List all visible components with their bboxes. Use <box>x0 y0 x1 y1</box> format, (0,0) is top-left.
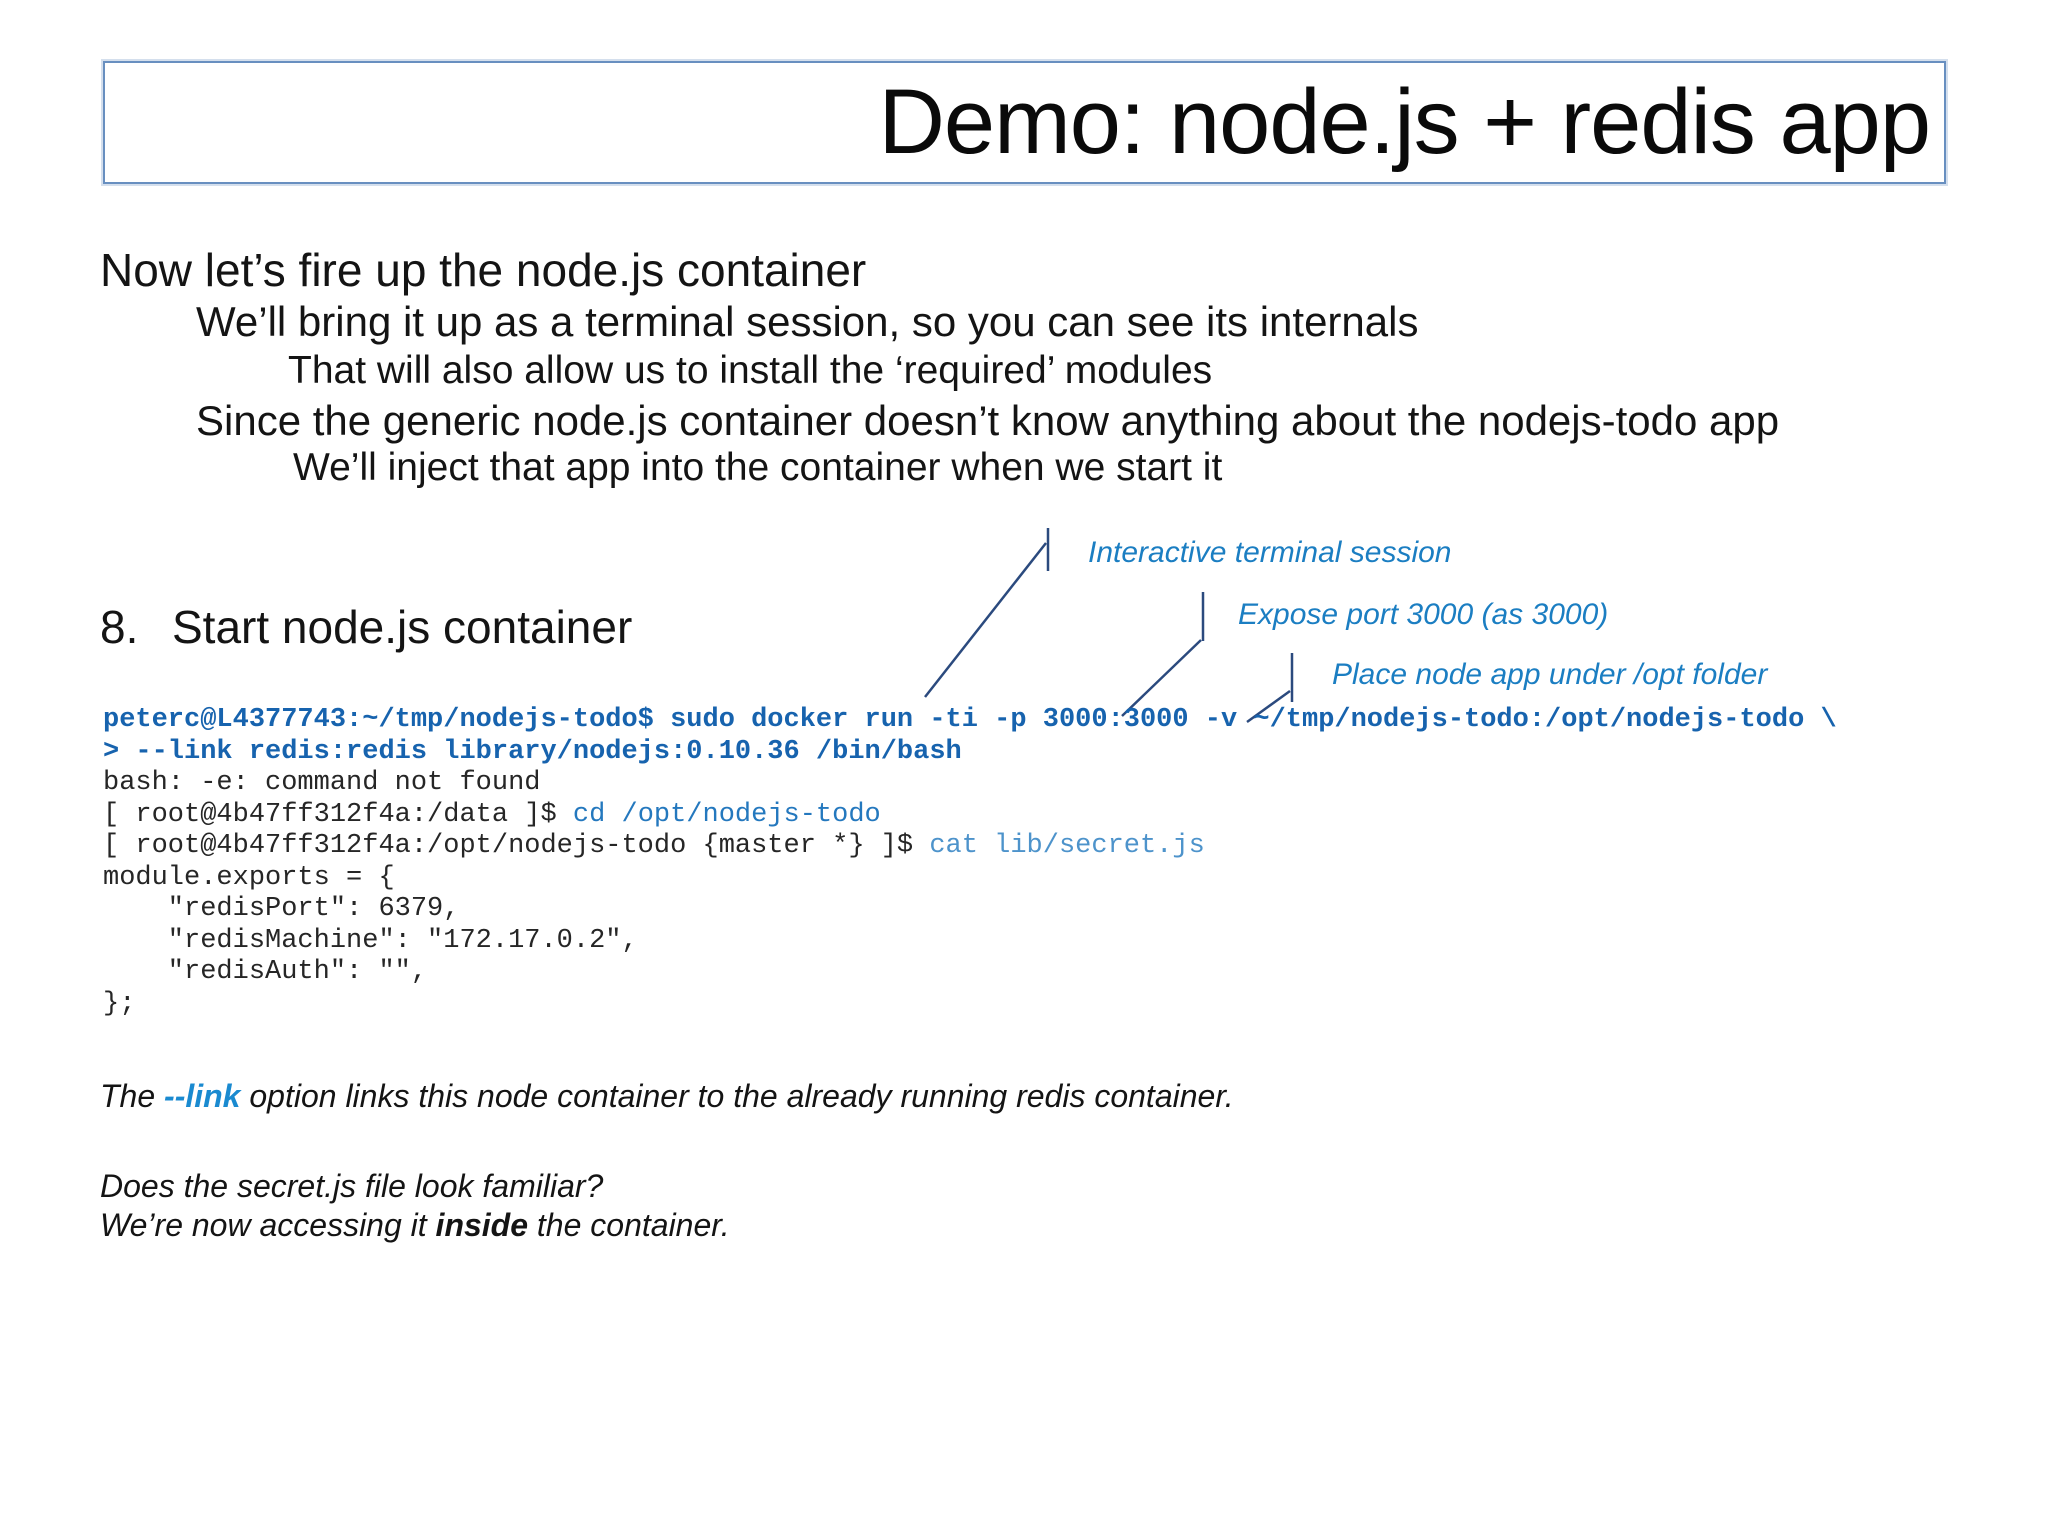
text-segment: We’re now accessing it <box>100 1207 436 1243</box>
text-segment: peterc@L4377743:~/tmp/nodejs-todo$ sudo … <box>103 705 1837 735</box>
note-secretjs-question: Does the secret.js file look familiar? <box>100 1168 603 1205</box>
terminal-line: "redisAuth": "", <box>103 957 1837 989</box>
text-segment: [ root@4b47ff312f4a:/data ]$ <box>103 799 573 830</box>
bullet-line: Since the generic node.js container does… <box>196 397 1780 444</box>
callout-expose-port-3000: Expose port 3000 (as 3000) <box>1238 598 1609 631</box>
text-segment: cat lib/secret.js <box>929 831 1205 861</box>
text-segment: option links this node container to the … <box>240 1078 1234 1114</box>
terminal-line: [ root@4b47ff312f4a:/opt/nodejs-todo {ma… <box>103 831 1837 863</box>
text-segment: the container. <box>528 1207 730 1243</box>
text-segment: }; <box>103 988 136 1019</box>
step-number: 8. <box>100 601 139 653</box>
bullet-line: Now let’s fire up the node.js container <box>100 244 867 296</box>
text-segment: cd /opt/nodejs-todo <box>572 799 881 830</box>
callout-interactive-terminal-session: Interactive terminal session <box>1088 536 1452 569</box>
callout-place-node-app-opt-folder: Place node app under /opt folder <box>1332 658 1768 691</box>
text-segment: "redisMachine": "172.17.0.2", <box>103 925 638 956</box>
bullet-line: That will also allow us to install the ‘… <box>288 349 1213 392</box>
terminal-line: [ root@4b47ff312f4a:/data ]$ cd /opt/nod… <box>103 800 1837 832</box>
slide-title-box: Demo: node.js + redis app <box>103 61 1946 184</box>
text-segment: --link <box>164 1078 241 1114</box>
note-accessing-inside: We’re now accessing it inside the contai… <box>100 1207 730 1244</box>
text-segment: "redisAuth": "", <box>103 957 428 987</box>
slide-title: Demo: node.js + redis app <box>878 71 1931 173</box>
text-segment: inside <box>435 1207 529 1243</box>
step-heading: 8. Start node.js container <box>100 600 632 654</box>
note-link-option: The --link option links this node contai… <box>100 1078 1234 1115</box>
terminal-line: }; <box>103 989 1837 1021</box>
text-segment: module.exports = { <box>103 862 395 893</box>
text-segment: Does the secret.js file look familiar? <box>100 1168 604 1204</box>
text-segment: [ root@4b47ff312f4a:/opt/nodejs-todo {ma… <box>103 831 930 861</box>
terminal-output: peterc@L4377743:~/tmp/nodejs-todo$ sudo … <box>103 705 1837 1020</box>
text-segment: > --link redis:redis library/nodejs:0.10… <box>103 736 962 767</box>
text-segment: "redisPort": 6379, <box>103 894 460 924</box>
step-label: Start node.js container <box>172 601 633 653</box>
bullet-line: We’ll bring it up as a terminal session,… <box>196 298 1419 345</box>
text-segment: The <box>100 1078 165 1114</box>
text-segment: bash: -e: command not found <box>103 768 541 798</box>
terminal-line: bash: -e: command not found <box>103 768 1837 800</box>
terminal-line: > --link redis:redis library/nodejs:0.10… <box>103 737 1837 769</box>
terminal-line: "redisMachine": "172.17.0.2", <box>103 926 1837 958</box>
terminal-line: "redisPort": 6379, <box>103 894 1837 926</box>
terminal-line: peterc@L4377743:~/tmp/nodejs-todo$ sudo … <box>103 705 1837 737</box>
bullet-line: We’ll inject that app into the container… <box>293 446 1223 489</box>
terminal-line: module.exports = { <box>103 863 1837 895</box>
